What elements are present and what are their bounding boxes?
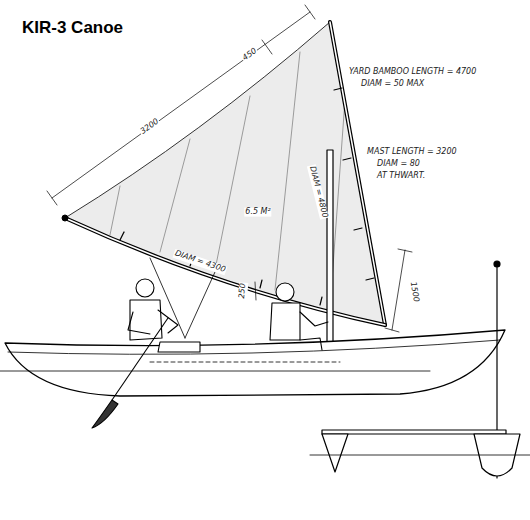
mast [327,150,333,345]
dimension-note: AT THWART. [376,172,426,181]
boom [65,218,385,325]
sheer-strake [8,340,500,354]
dimension-note: MAST LENGTH = 3200 [366,148,458,157]
dimension-lines [47,5,412,332]
title: KIR-3 Canoe [22,18,123,38]
crew [270,283,328,350]
boom-tip [62,215,68,221]
sail [65,22,385,325]
dimension-note: 3200 [138,117,161,137]
boom-inner [65,218,385,325]
dimension-note: 1500 [408,280,421,304]
bamboo-nodes [120,88,374,305]
dimension-note: 6.5 M² [244,208,271,217]
dimension-note: 450 [240,46,259,63]
sail-seams [110,52,345,308]
waterline [0,371,430,372]
hidden-outrigger-top [150,362,340,363]
dimension-note: YARD BAMBOO LENGTH = 4700 [348,68,477,77]
hull [5,330,505,396]
paddler [92,279,200,428]
dimension-note: 250 [238,282,248,300]
dimension-note: DIAM = 80 [376,160,421,169]
dimension-note: DIAM = 50 MAX [360,80,425,89]
end-view [310,261,530,478]
